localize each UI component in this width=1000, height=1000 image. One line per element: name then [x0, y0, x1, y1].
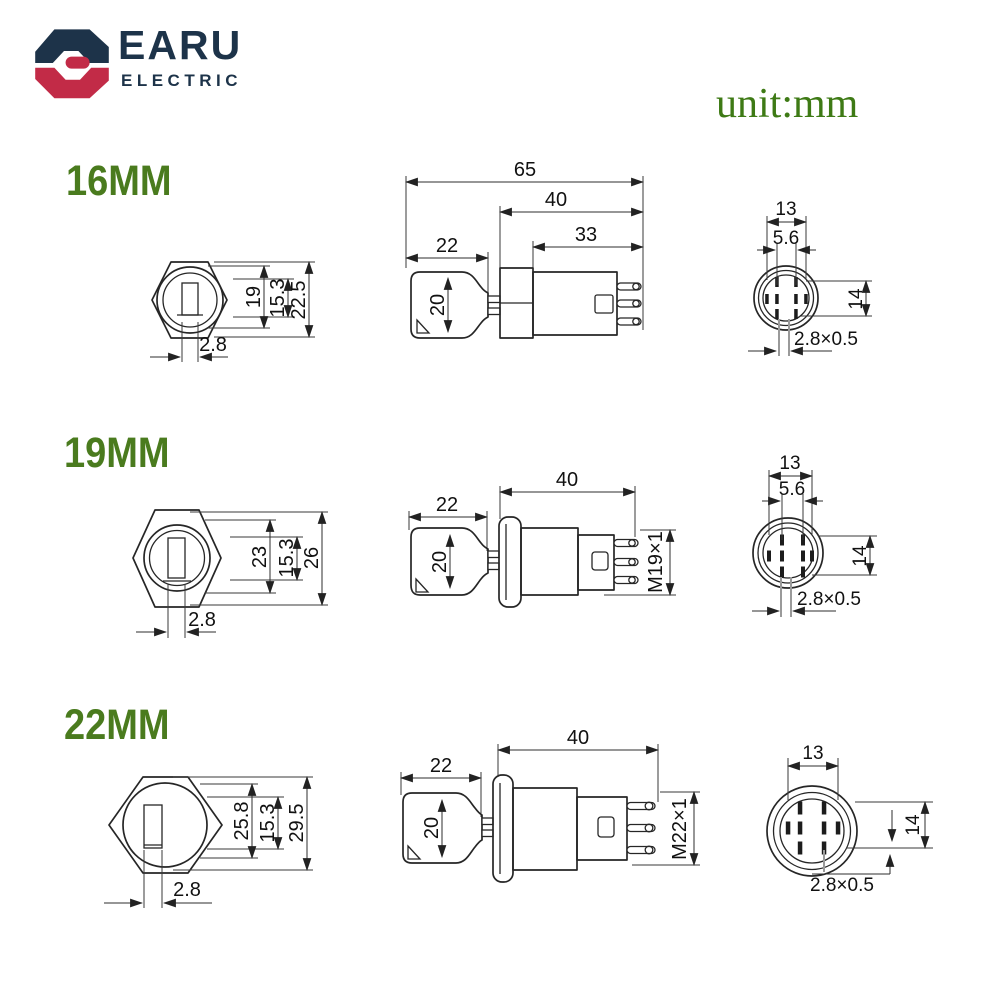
dim-label: 29.5 [286, 804, 308, 843]
thread-label: M19×1 [645, 531, 667, 593]
bezel-circle [122, 782, 208, 868]
dim-label: 15.3 [276, 539, 298, 578]
dim-label: 22.5 [288, 281, 310, 320]
dim-label: 13 [775, 199, 796, 220]
logo-hand-bottom [35, 67, 109, 99]
dim-label: 26 [301, 547, 323, 569]
body-notch [591, 551, 609, 571]
hex-nut-outline [108, 776, 223, 874]
dim-label: 2.8 [188, 609, 216, 631]
dim-label: 2.8×0.5 [794, 329, 858, 350]
section-label-22mm: 22MM [64, 702, 170, 750]
logo-hand-top [35, 29, 109, 63]
drawing-row-16mm: 19 15.3 22.5 2.8 65 40 33 22 [150, 159, 872, 362]
dim-label: 5.6 [779, 479, 805, 500]
back-view-16mm: 13 5.6 14 2.8×0.5 [748, 199, 872, 356]
dim-label: 40 [545, 189, 567, 211]
dim-label: 33 [575, 224, 597, 246]
body-notch [594, 294, 614, 314]
front-view-22mm: 25.8 15.3 29.5 2.8 [104, 775, 313, 908]
dim-label: 25.8 [231, 802, 253, 841]
key-knob [410, 271, 489, 339]
switch-body [532, 271, 618, 336]
terminal-pins [626, 801, 656, 855]
dim-label: 23 [249, 546, 271, 568]
back-view-22mm: 13 14 2.8×0.5 [766, 743, 933, 896]
key-mark-triangle [416, 318, 431, 334]
brand-subtitle: ELECTRIC [121, 71, 242, 90]
drawing-row-19mm: 23 15.3 26 2.8 22 40 20 [132, 453, 877, 638]
inner-circle [162, 272, 218, 328]
key-slot [181, 282, 199, 316]
dim-label: 22 [436, 494, 458, 516]
flange [498, 516, 522, 608]
dim-label: 15.3 [257, 804, 279, 843]
body-notch [597, 816, 615, 838]
logo-oval [65, 56, 90, 69]
dim-label: 20 [429, 551, 451, 573]
front-view-16mm: 19 15.3 22.5 2.8 [150, 260, 315, 362]
dim-label: 20 [427, 294, 449, 316]
bezel-circle [156, 266, 224, 334]
brand-name: EARU [118, 22, 243, 68]
dim-label: 2.8 [199, 334, 227, 356]
key-slot [143, 804, 163, 849]
switch-body [512, 787, 578, 871]
flange [492, 774, 514, 883]
terminal-pins [613, 538, 639, 585]
unit-label: unit:mm [716, 81, 859, 127]
dim-label: 40 [567, 727, 589, 749]
dim-label: 65 [514, 159, 536, 181]
back-view-19mm: 13 5.6 14 2.8×0.5 [752, 453, 877, 617]
back-outer-ring [752, 517, 824, 589]
side-view-19mm: 22 40 20 M19×1 [407, 469, 676, 608]
side-view-22mm: 22 40 20 M22×1 [399, 727, 700, 883]
dim-label: 40 [556, 469, 578, 491]
key-knob [402, 792, 483, 864]
dim-label: 14 [846, 288, 867, 310]
hex-nut-outline [132, 509, 222, 608]
key-mark-triangle [415, 577, 430, 593]
switch-body [520, 527, 579, 596]
terminal-pins [616, 282, 642, 326]
dim-label: 22 [430, 755, 452, 777]
drawing-row-22mm: 25.8 15.3 29.5 2.8 22 40 20 [104, 727, 933, 908]
terminal-slots [767, 534, 814, 578]
side-view-16mm: 65 40 33 22 20 [404, 159, 645, 339]
inner-circle [148, 529, 206, 587]
key-slot [167, 537, 186, 579]
bezel-circle [143, 524, 211, 592]
key-knob [410, 527, 489, 596]
dim-label: 2.8×0.5 [810, 875, 874, 896]
brand-logo-icon [35, 29, 109, 99]
dim-label: 22 [436, 235, 458, 257]
dim-label: 19 [243, 286, 265, 308]
dim-label: 14 [850, 545, 871, 567]
dim-label: 5.6 [773, 228, 799, 249]
front-view-19mm: 23 15.3 26 2.8 [132, 509, 328, 638]
section-label-16mm: 16MM [66, 158, 172, 206]
terminal-slots [765, 277, 808, 319]
key-mark-triangle [407, 844, 422, 860]
back-outer-ring [753, 265, 819, 331]
hex-nut-outline [151, 261, 228, 339]
thread-label: M22×1 [669, 798, 691, 860]
rear-block [576, 796, 628, 861]
section-label-19mm: 19MM [64, 430, 170, 478]
dim-label: 2.8 [173, 879, 201, 901]
dim-label: 14 [903, 814, 924, 836]
dim-label: 2.8×0.5 [797, 589, 861, 610]
back-outer-ring [766, 785, 858, 877]
dim-label: 13 [802, 743, 823, 764]
dim-label: 15.3 [267, 279, 289, 318]
dim-label: 20 [421, 817, 443, 839]
dim-label: 13 [779, 453, 800, 474]
terminal-slots [785, 801, 841, 855]
